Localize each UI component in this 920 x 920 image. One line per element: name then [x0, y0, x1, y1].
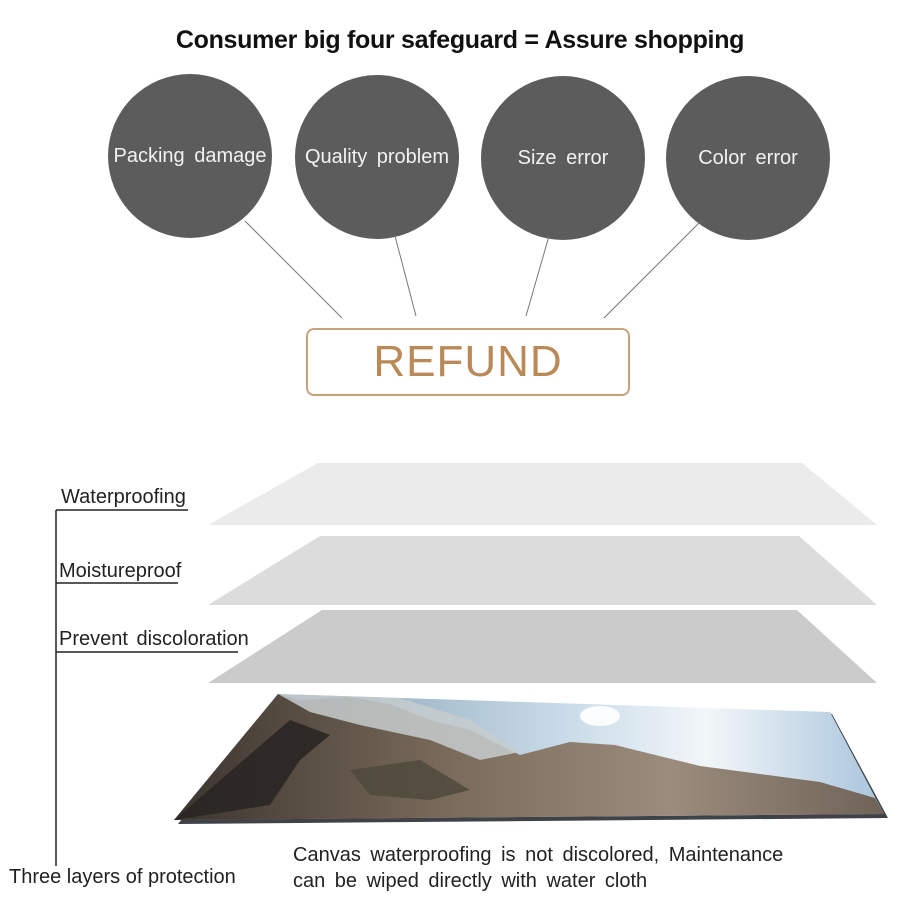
page-title: Consumer big four safeguard = Assure sho…: [175, 26, 745, 54]
safeguard-label: Size error: [517, 146, 609, 169]
layer-sheet-waterproofing: [208, 463, 877, 525]
refund-box: REFUND: [306, 328, 630, 396]
layer-sheet-moistureproof: [208, 536, 877, 605]
connector-line: [603, 221, 701, 319]
safeguard-circle-color-error: Color error: [666, 76, 830, 240]
canvas-note: Canvas waterproofing is not discolored, …: [293, 842, 783, 894]
layer-label-moistureproof: Moistureproof: [59, 560, 182, 582]
connector-line: [244, 220, 343, 319]
layer-label-waterproofing: Waterproofing: [61, 486, 186, 508]
safeguard-label: Packing damage: [113, 144, 267, 167]
layer-sheet-prevent-discoloration: [208, 610, 877, 683]
canvas-photo: [174, 694, 888, 824]
canvas-note-line-2: can be wiped directly with water cloth: [293, 870, 648, 892]
connector-line: [394, 235, 417, 317]
safeguard-circle-quality-problem: Quality problem: [295, 75, 459, 239]
safeguard-circle-size-error: Size error: [481, 76, 645, 240]
three-layers-label: Three layers of protection: [9, 866, 236, 888]
safeguard-label: Quality problem: [304, 145, 450, 168]
canvas-note-line-1: Canvas waterproofing is not discolored, …: [293, 844, 784, 866]
safeguard-circle-packing-damage: Packing damage: [108, 74, 272, 238]
connector-line: [525, 235, 550, 317]
layer-label-prevent-discoloration: Prevent discoloration: [59, 628, 249, 650]
safeguard-label: Color error: [698, 146, 798, 169]
